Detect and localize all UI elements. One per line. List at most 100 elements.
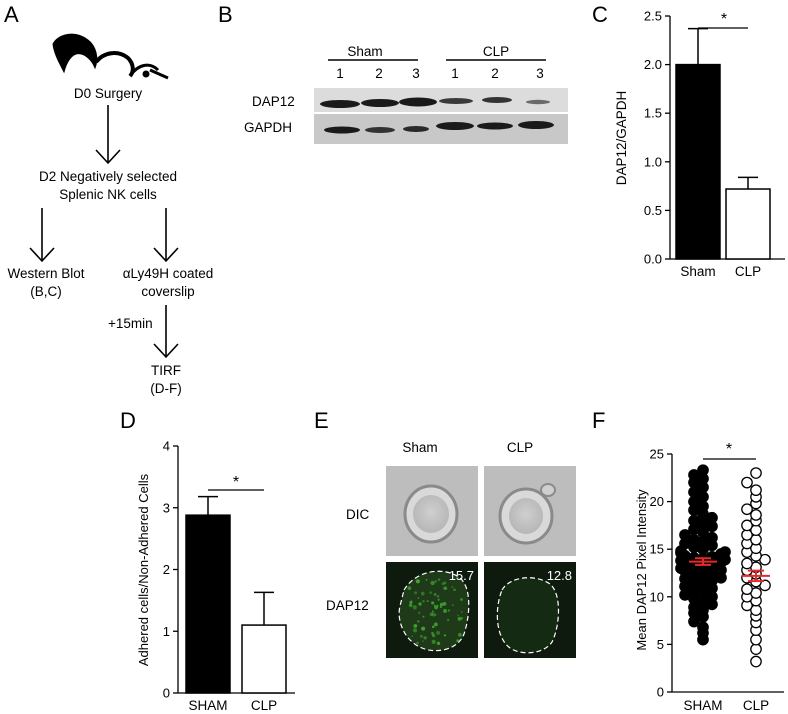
fluorescence-speck [426,600,429,603]
fluorescence-speck [419,634,423,638]
lane-label: 1 [451,66,459,81]
panel-label-f: F [592,408,606,433]
fluorescence-speck [434,605,439,610]
chart-f-xtick: CLP [743,698,769,713]
fluorescence-speck [417,597,420,599]
fluorescence-speck [436,641,441,646]
fluorescence-speck [422,615,425,618]
y-tick-label: 0.5 [644,203,662,218]
chart-f-ylabel: Mean DAP12 Pixel Intensity [634,489,649,651]
point-sham [706,531,718,544]
y-tick-label: 0 [657,685,664,700]
fluorescence-speck [433,622,438,627]
fluorescence-speck [437,598,440,601]
fluorescence-speck [409,600,413,604]
y-tick-label: 1.0 [644,154,662,169]
y-tick-label: 4 [163,439,170,454]
arrow-lines [29,105,179,359]
panel-label-c: C [592,2,608,27]
chart-d-xtick: SHAM [188,698,227,713]
fluorescence-speck [425,578,428,581]
chart-f-xtick: SHAM [683,698,722,713]
fluorescence-speck [421,626,426,631]
fluorescence-speck [436,595,440,598]
y-tick-label: 25 [650,447,664,462]
point-sham [688,514,700,527]
chart-d-significance: * [233,474,239,491]
fluorescence-speck [453,588,456,592]
fluorescence-speck [420,591,425,596]
y-tick-label: 0.0 [644,252,662,267]
fluorescence-speck [418,602,422,606]
fluorescence-speck [431,633,436,638]
point-sham [697,464,709,477]
fluorescence-speck [452,604,454,607]
fluorescence-speck [407,586,412,590]
tirf-line2: (D-F) [150,381,182,396]
panel-label-e: E [314,408,329,433]
fluorescence-speck [446,619,450,622]
point-clp [750,484,762,497]
blot-image [314,88,568,144]
point-clp [741,557,753,570]
blot-row-dap12: DAP12 [252,94,295,109]
chart-d-ylabel: Adhered cells/Non-Adhered Cells [136,473,151,666]
panel-label-d: D [120,408,136,433]
chart-c-xtick: CLP [735,264,761,279]
western-blot-line1: Western Blot [7,266,85,281]
fluorescence-speck [457,616,462,621]
fluorescence-speck [416,641,419,645]
fluorescence-speck [439,606,442,609]
fluorescence-speck [451,585,454,589]
mouse-icon [52,33,169,80]
fluorescence-speck [422,640,424,642]
micro-value-clp: 12.8 [547,568,572,583]
fluorescence-speck [412,628,418,633]
point-clp [741,519,753,532]
y-tick-label: 2 [163,562,170,577]
lane-label: 3 [536,66,544,81]
fluorescence-speck [437,578,441,581]
fluorescence-speck [431,612,436,617]
panel-label-a: A [4,2,19,27]
fluorescence-speck [422,600,425,603]
point-clp [741,583,753,596]
lane-label: 2 [375,66,383,81]
fluorescence-speck [431,601,435,605]
point-clp [750,655,762,668]
fluorescence-speck [408,603,413,607]
point-clp [741,503,753,516]
fluorescence-speck [456,639,459,642]
y-tick-label: 1 [163,624,170,639]
fluorescence-speck [443,634,447,637]
chart-d-xtick: CLP [251,698,277,713]
fluorescence-speck [423,636,427,640]
fluorescence-speck [417,620,420,623]
blot-group-lines [328,59,546,61]
point-clp [750,643,762,656]
point-clp [750,633,762,646]
bar-clp [241,624,287,694]
fluorescence-speck [443,608,448,613]
coverslip-line2: coverslip [141,284,195,299]
fluorescence-speck [414,591,418,595]
fluorescence-speck [460,611,463,613]
fluorescence-speck [431,639,436,644]
fluorescence-speck [431,610,434,613]
micro-col-clp: CLP [506,440,534,455]
fluorescence-speck [442,601,447,606]
fluorescence-speck [441,582,445,586]
blot-row-gapdh: GAPDH [244,120,293,135]
chart-c-xtick: Sham [680,264,715,279]
fluorescence-speck [416,579,419,582]
point-clp [741,476,753,489]
western-blot-line2: (B,C) [30,284,62,299]
y-tick-label: 20 [650,494,664,509]
fluorescence-speck [443,586,447,590]
chart-c: 0.00.51.01.52.02.5 DAP12/GAPDH * Sham CL… [614,9,785,279]
bar-clp [725,188,771,260]
step-selection-line1: D2 Negatively selected [38,169,178,184]
fluorescence-speck [411,635,414,638]
